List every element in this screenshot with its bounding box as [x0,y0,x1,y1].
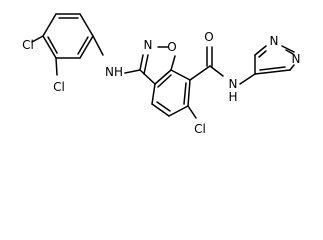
atom-label-n: N [229,77,238,91]
bond [79,13,94,37]
bond [151,83,156,105]
atom-label-cl: Cl [194,122,206,136]
double-bond [157,74,172,88]
bond [187,79,191,107]
double-bond [143,54,149,75]
bond [139,69,156,85]
atom-label-cl: Cl [22,38,34,52]
bond-to-cl [31,35,44,43]
atom-label-nh: NH [105,65,123,79]
bond [209,65,224,77]
atom-label-n: N [270,34,279,48]
bond [254,45,267,56]
bond [42,13,57,37]
double-bond [259,66,286,71]
double-bond [285,49,294,55]
bond [170,69,191,81]
bond [154,69,172,85]
pyrimidine-ring [239,45,295,85]
bond-to-nh [92,35,104,56]
amide-group [206,46,224,77]
atom-label-h: H [228,90,237,104]
atom-label-o: O [167,40,176,54]
bond-to-carbonyl [189,65,211,81]
double-bond [47,36,58,54]
bond [151,103,170,117]
dichlorophenyl-ring [31,13,104,76]
bond [79,35,94,59]
bond [289,64,295,71]
bond [170,55,176,71]
bond [254,69,291,75]
bond-nh-c3 [124,69,141,74]
bond [239,73,256,85]
bond [139,54,144,71]
bond-to-cl [187,105,197,119]
bond [281,45,295,53]
bond [168,105,189,117]
double-bond [156,101,171,112]
double-bond [77,36,89,55]
chemical-structure-diagram: Cl Cl NH N O O Cl N H N N [22,13,301,136]
atom-label-n: N [144,38,153,52]
bond-to-cl [55,57,58,76]
bond [42,35,57,59]
atom-label-cl: Cl [53,80,65,94]
atom-label-n: N [292,52,301,66]
double-bond [183,82,187,105]
double-bond [258,50,267,58]
atom-label-o: O [204,30,213,44]
benzisoxazole-core [139,46,211,119]
